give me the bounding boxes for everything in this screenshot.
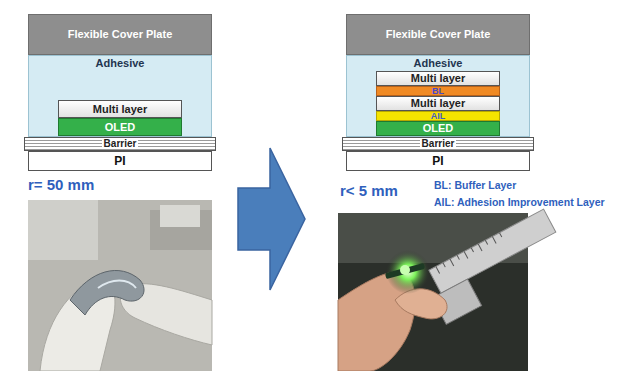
oled-layer: OLED [58, 118, 182, 136]
layer-name: OLED [423, 123, 454, 134]
multi-layer: Multi layer [58, 100, 182, 118]
barrier-layer: Barrier [24, 137, 216, 151]
bend-radius: r= 50 mm [28, 177, 94, 194]
layer-name: Barrier [102, 139, 139, 149]
oled-layer: OLED [376, 121, 500, 136]
layer-name: Multi layer [411, 98, 465, 109]
transition-arrow [238, 148, 305, 290]
photo-left [28, 200, 212, 371]
adhesive-layer: AdhesiveMulti layerBLMulti layerAILOLED [346, 55, 530, 137]
legend-note: BL: Buffer Layer [434, 180, 516, 192]
layer-name: Multi layer [411, 73, 465, 84]
bend-radius: r< 5 mm [340, 183, 398, 200]
layer-name: OLED [105, 122, 136, 133]
layer-name: Multi layer [93, 104, 147, 115]
adhesion-layer: AIL [376, 111, 500, 121]
multi-layer: Multi layer [376, 96, 500, 111]
cover-plate-layer: Flexible Cover Plate [346, 14, 530, 55]
barrier-layer: Barrier [342, 137, 534, 151]
legend-note: AIL: Adhesion Improvement Layer [434, 197, 605, 209]
adhesive-layer: AdhesiveMulti layerOLED [28, 55, 212, 137]
layer-name: Adhesive [414, 58, 463, 69]
layer-name: AIL [431, 112, 446, 121]
cover-plate-layer: Flexible Cover Plate [28, 14, 212, 55]
layer-name: PI [432, 155, 443, 167]
layer-name: BL [432, 87, 444, 96]
photo-right [338, 209, 570, 371]
layer-name: Flexible Cover Plate [386, 29, 491, 40]
layer-name: Barrier [420, 139, 457, 149]
layer-name: PI [114, 155, 125, 167]
buffer-layer: BL [376, 86, 500, 96]
pi-substrate: PI [346, 151, 530, 171]
layer-name: Flexible Cover Plate [68, 29, 173, 40]
multi-layer: Multi layer [376, 71, 500, 86]
pi-substrate: PI [28, 151, 212, 171]
layer-name: Adhesive [96, 58, 145, 69]
